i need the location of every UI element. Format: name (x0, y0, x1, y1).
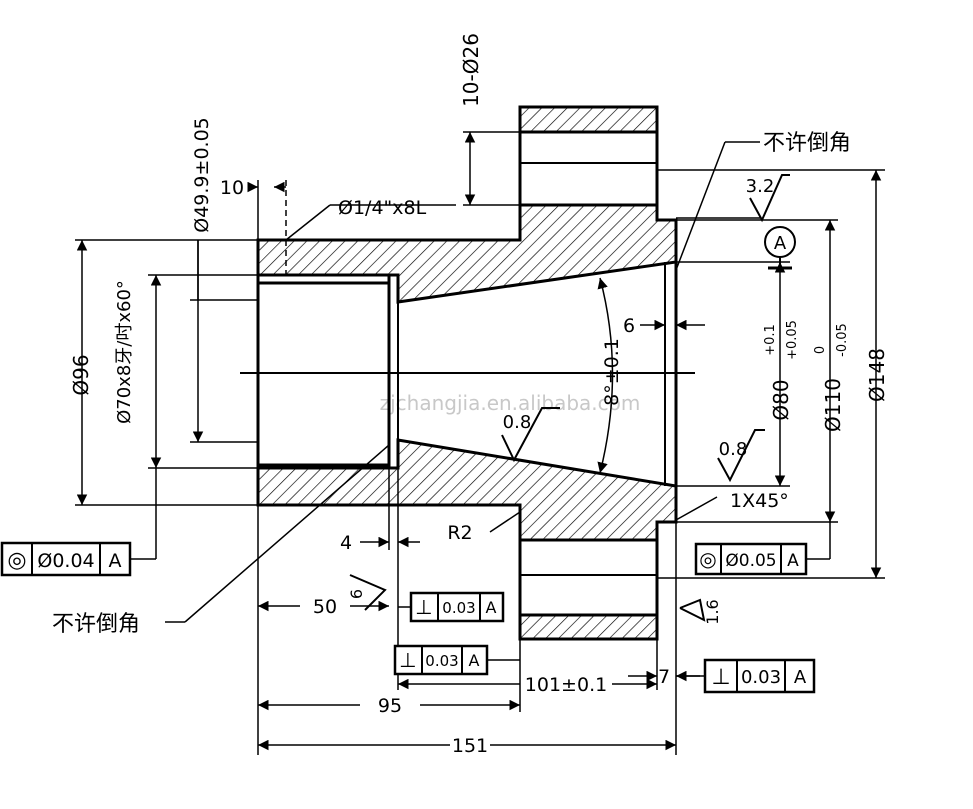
datum-a-label: A (774, 233, 787, 254)
roughness-0-8-b: 0.8 (719, 439, 748, 460)
fcf-tol-perp-2: 0.03 (425, 652, 458, 670)
datum-a-symbol: A (764, 226, 796, 270)
dim-6: 6 (623, 315, 635, 337)
roughness-3-2-label: 3.2 (746, 176, 775, 197)
chamfer-label: 1X45° (730, 490, 789, 512)
fcf-datum-perp-3: A (794, 667, 807, 688)
fcf-perpendicularity-1: ⊥ 0.03 A (398, 591, 505, 623)
dim-110: Ø110 (821, 378, 845, 432)
dim-80-lower: +0.05 (785, 320, 800, 360)
radius-label: R2 (447, 522, 472, 544)
note-no-chamfer-top: 不许倒角 (763, 131, 851, 156)
dim-10: 10 (220, 177, 244, 199)
fcf-datum-004: A (109, 550, 122, 572)
dim-80: Ø80 (769, 379, 793, 420)
concentricity-icon: ◎ (699, 547, 716, 571)
watermark: zjchangjia.en.alibaba.com (380, 391, 641, 415)
dim-50: 50 (313, 596, 337, 618)
dim-101: 101±0.1 (525, 674, 607, 696)
roughness-6-label: 6 (347, 589, 366, 599)
dim-95: 95 (378, 695, 402, 717)
concentricity-icon: ◎ (7, 548, 26, 573)
dim-4: 4 (340, 532, 352, 554)
dim-151: 151 (452, 735, 488, 757)
dim-7: 7 (658, 666, 670, 688)
perpendicularity-icon: ⊥ (711, 665, 730, 690)
dim-110-lower: -0.05 (835, 323, 850, 357)
dim-80-upper: +0.1 (763, 324, 778, 356)
dim-bore-49: Ø49.9±0.05 (191, 117, 213, 232)
dimension-labels: 10-Ø26 Ø49.9±0.05 10 Ø1/4"x8L 不许倒角 3.2 Ø… (52, 33, 889, 757)
roughness-symbols (349, 174, 790, 622)
fcf-tol-perp-3: 0.03 (741, 667, 781, 688)
dim-thread-70: Ø70x8牙/吋x60° (114, 280, 135, 424)
fcf-datum-perp-2: A (469, 651, 480, 670)
dim-pipe-thread: Ø1/4"x8L (338, 197, 427, 219)
roughness-1-6-label: 1.6 (703, 599, 722, 624)
dim-holes: 10-Ø26 (459, 33, 483, 107)
perpendicularity-icon: ⊥ (415, 595, 432, 619)
fcf-tol-perp-1: 0.03 (442, 599, 475, 617)
fcf-concentricity-004: ◎ Ø0.04 A (0, 468, 157, 577)
fcf-tol-004: Ø0.04 (37, 550, 94, 572)
fcf-perpendicularity-2: ⊥ 0.03 A (393, 644, 520, 676)
fcf-concentricity-005: ◎ Ø0.05 A (694, 522, 831, 576)
dimension-lines (75, 131, 885, 755)
roughness-0-8-a: 0.8 (503, 412, 532, 433)
dim-taper: 8°±0.1 (601, 338, 623, 406)
fcf-datum-perp-1: A (486, 598, 497, 617)
perpendicularity-icon: ⊥ (399, 648, 416, 672)
note-no-chamfer-left: 不许倒角 (52, 612, 140, 637)
dim-148: Ø148 (865, 348, 889, 402)
dim-96: Ø96 (69, 354, 93, 395)
dim-110-upper: 0 (813, 346, 828, 354)
fcf-datum-005: A (787, 551, 799, 571)
fcf-perpendicularity-3: ⊥ 0.03 A (676, 658, 816, 694)
fcf-tol-005: Ø0.05 (725, 551, 776, 571)
